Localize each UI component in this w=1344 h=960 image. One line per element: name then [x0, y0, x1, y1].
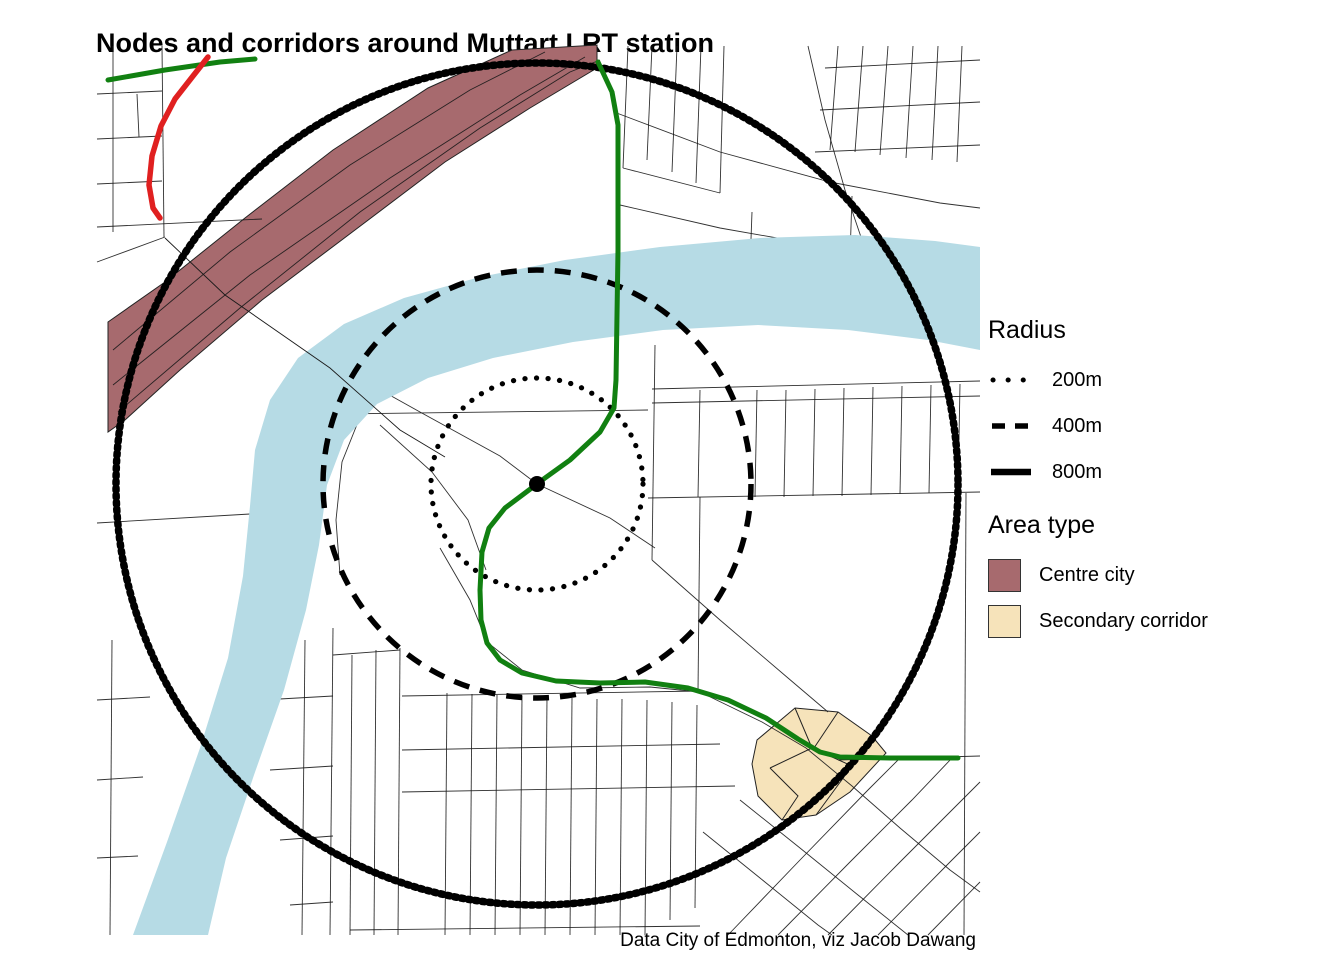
legend-area-item-secondary-corridor: Secondary corridor [988, 598, 1338, 644]
legend-radius-heading: Radius [988, 316, 1066, 344]
legend-label-centre-city: Centre city [1039, 563, 1135, 586]
legend-area-item-centre-city: Centre city [988, 552, 1338, 598]
secondary-corridor-swatch-icon [988, 604, 1021, 638]
solid-line-key-icon [991, 468, 1031, 476]
centre-city-swatch-icon [988, 558, 1021, 592]
dotted-line-key-icon [990, 377, 1032, 383]
legend-label-200m: 200m [1052, 368, 1103, 391]
legend-label-secondary-corridor: Secondary corridor [1039, 609, 1208, 632]
data-credit-caption: Data City of Edmonton, viz Jacob Dawang [620, 930, 976, 951]
legend-label-800m: 800m [1052, 460, 1103, 483]
legend-radius-item-400m: 400m [988, 403, 1338, 449]
page-title: Nodes and corridors around Muttart LRT s… [96, 28, 715, 59]
legend-radius-item-200m: 200m [988, 357, 1338, 403]
legend: Radius 200m 400m 800m Area type Centre c… [988, 316, 1338, 644]
legend-area-type-heading: Area type [988, 511, 1096, 539]
legend-radius-item-800m: 800m [988, 449, 1338, 495]
legend-label-400m: 400m [1052, 414, 1103, 437]
dashed-line-key-icon [992, 423, 1030, 429]
